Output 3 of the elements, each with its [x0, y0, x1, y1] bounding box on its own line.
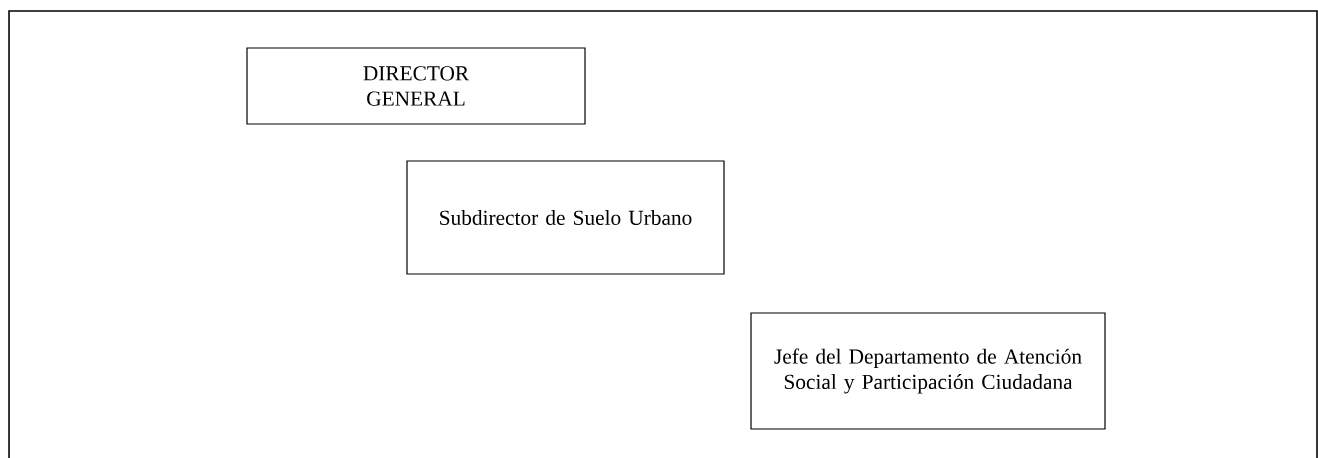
- title-box: DIRECTOR GENERAL: [246, 47, 586, 125]
- title-box: Jefe del Departamento de Atención Social y Participación Ciudadana: [750, 312, 1106, 430]
- title-box: Subdirector de Suelo Urbano: [406, 160, 725, 275]
